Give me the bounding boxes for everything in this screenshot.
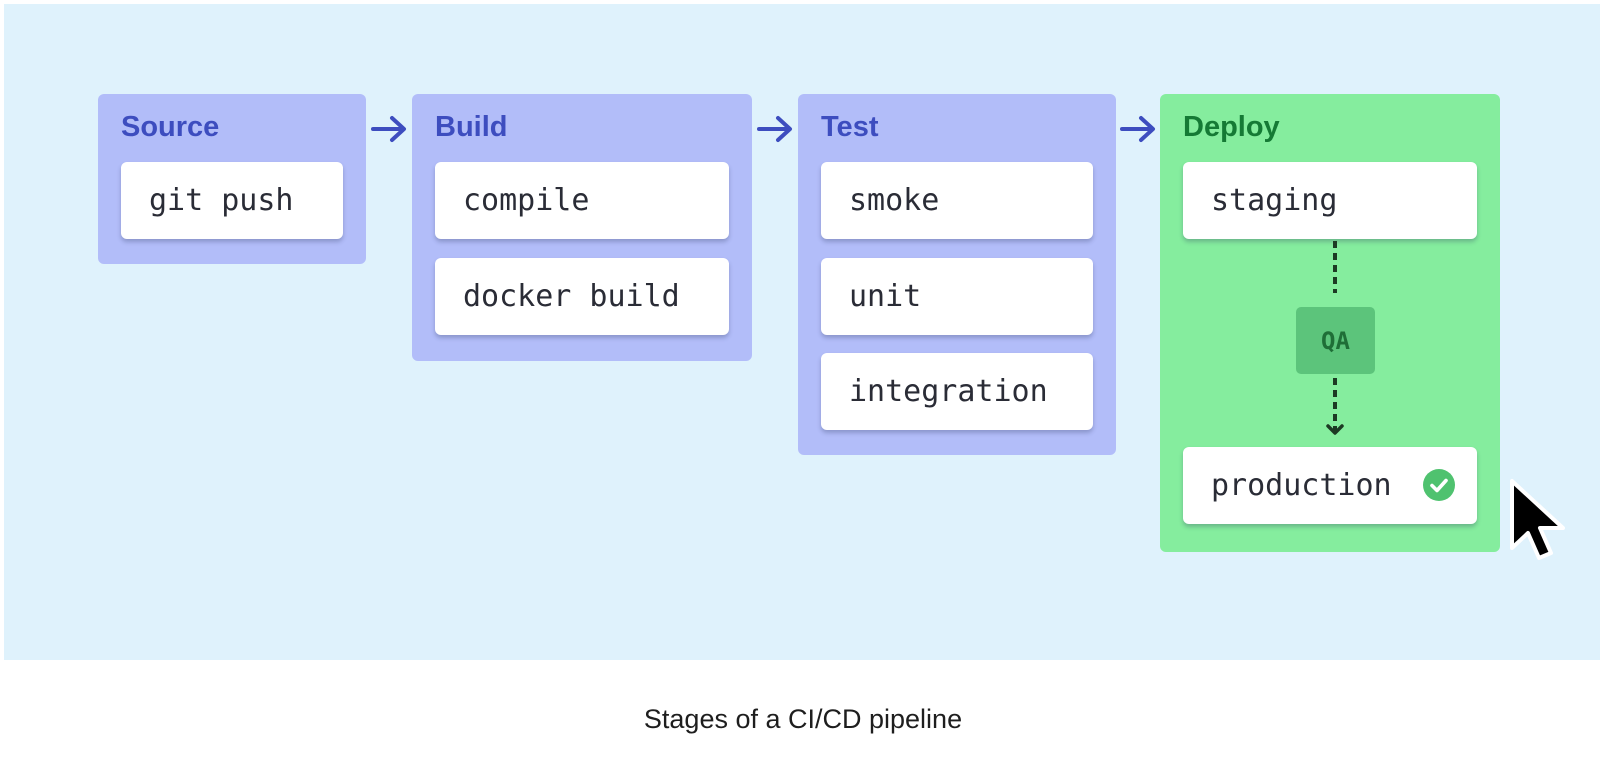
step-compile-label: compile — [463, 183, 590, 218]
dotted-arrow-down — [1326, 378, 1344, 435]
step-production-label: production — [1211, 468, 1392, 503]
qa-gate: QA — [1296, 307, 1375, 374]
stage-build: Build compile docker build — [412, 94, 752, 361]
stage-source-title: Source — [121, 111, 220, 143]
dotted-connector-top — [1333, 241, 1337, 293]
step-integration: integration — [821, 353, 1093, 430]
step-smoke-label: smoke — [849, 183, 940, 218]
stage-test-title: Test — [821, 111, 879, 143]
step-unit: unit — [821, 258, 1093, 335]
stage-deploy-title: Deploy — [1183, 111, 1280, 143]
step-compile: compile — [435, 162, 729, 239]
stage-source: Source git push — [98, 94, 366, 264]
stage-build-title: Build — [435, 111, 508, 143]
mouse-cursor-icon — [1510, 479, 1565, 560]
diagram-caption: Stages of a CI/CD pipeline — [643, 704, 963, 734]
arrow-right-icon — [1120, 116, 1155, 142]
step-staging-label: staging — [1211, 183, 1338, 218]
qa-gate-label: QA — [1321, 326, 1350, 355]
step-staging: staging — [1183, 162, 1477, 239]
step-git-push-label: git push — [149, 183, 294, 218]
check-circle-icon — [1423, 469, 1455, 501]
step-integration-label: integration — [849, 374, 1048, 409]
step-production: production — [1183, 447, 1477, 524]
arrow-right-icon — [757, 116, 792, 142]
step-git-push: git push — [121, 162, 343, 239]
arrow-right-icon — [371, 116, 406, 142]
step-docker-build-label: docker build — [463, 279, 680, 314]
step-docker-build: docker build — [435, 258, 729, 335]
step-smoke: smoke — [821, 162, 1093, 239]
stage-test: Test smoke unit integration — [798, 94, 1116, 455]
stage-deploy: Deploy staging QA production — [1160, 94, 1500, 552]
step-unit-label: unit — [849, 279, 922, 314]
